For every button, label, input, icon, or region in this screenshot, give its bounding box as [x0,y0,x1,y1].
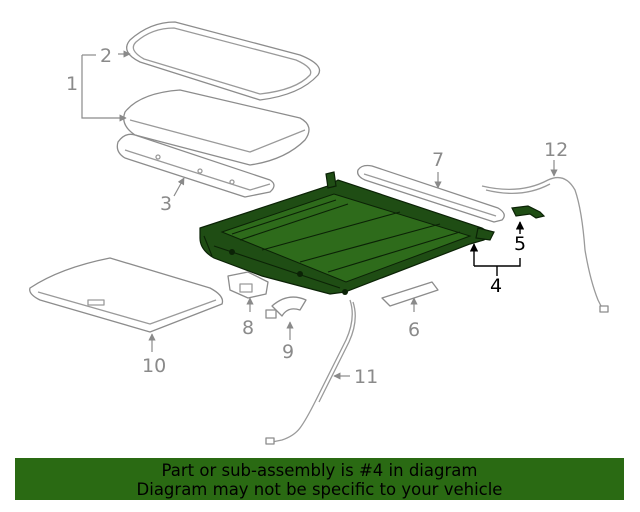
callout-8: 8 [242,317,254,339]
callout-12: 12 [544,139,568,161]
part-6-strip[interactable] [381,281,439,307]
part-7-rail[interactable] [357,164,505,223]
part-3-trim[interactable] [116,133,275,198]
part-10-panel[interactable] [29,257,224,333]
part-4-frame-highlighted[interactable] [199,171,495,295]
leader-lines [81,50,558,380]
banner-line-1: Part or sub-assembly is #4 in diagram [161,461,478,480]
part-5-bracket-highlighted[interactable] [511,205,546,219]
callout-9: 9 [282,341,294,363]
part-11-drain-hose[interactable] [265,299,356,445]
callout-7: 7 [432,149,444,171]
callout-3: 3 [160,193,172,215]
callout-2: 2 [100,45,112,67]
part-12-drain-hose[interactable] [481,176,609,313]
callout-11: 11 [354,366,378,388]
part-8-motor[interactable] [227,271,269,299]
callout-4: 4 [490,275,502,297]
part-9-clip[interactable] [265,296,307,319]
callout-1: 1 [66,73,78,95]
callout-10: 10 [142,355,166,377]
callout-5: 5 [514,233,526,255]
part-1-glass-assembly[interactable] [123,89,310,166]
callout-6: 6 [408,319,420,341]
part-2-glass[interactable] [126,21,321,101]
banner-line-2: Diagram may not be specific to your vehi… [136,480,503,499]
info-banner: Part or sub-assembly is #4 in diagram Di… [15,458,624,500]
